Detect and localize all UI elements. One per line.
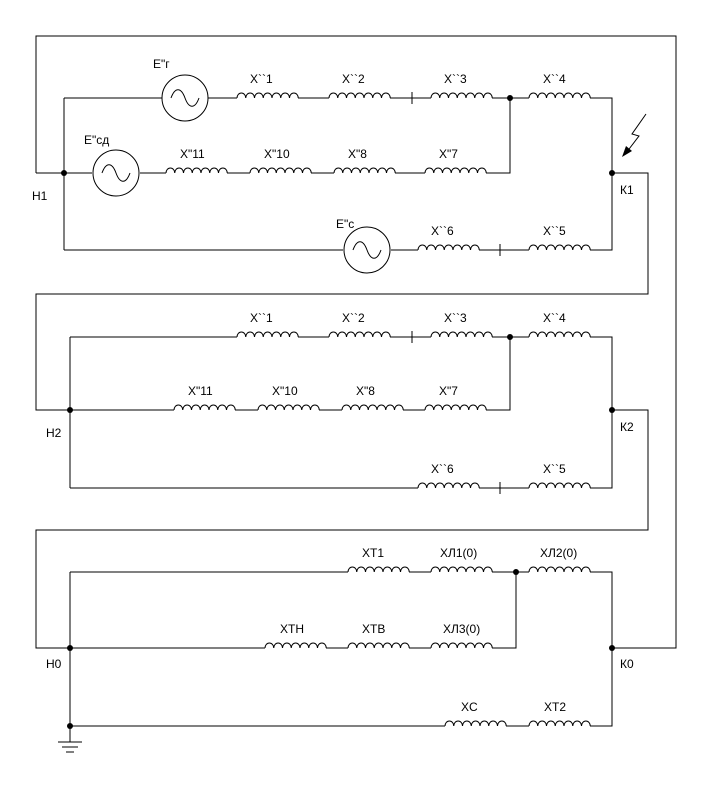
inductor xyxy=(430,642,493,649)
reactance-label: X"7 xyxy=(439,147,458,161)
wire xyxy=(590,97,613,251)
inductor xyxy=(528,331,591,338)
inductor xyxy=(430,331,493,338)
ground-icon xyxy=(58,741,82,753)
inductor xyxy=(333,167,396,174)
inductor xyxy=(528,566,591,573)
inductor xyxy=(264,642,327,649)
reactance-label: X``5 xyxy=(543,462,566,476)
inductor xyxy=(528,482,591,489)
reactance-label: X``4 xyxy=(543,72,566,86)
link-to-negative-scheme xyxy=(35,172,649,411)
junction-dot xyxy=(609,645,615,651)
wire xyxy=(486,98,511,174)
reactance-label: XC xyxy=(461,700,478,714)
reactance-label: XЛ2(0) xyxy=(540,546,577,560)
outer-return-wire xyxy=(35,35,677,649)
reactance-label: X``2 xyxy=(342,72,365,86)
node-label-h1: Н1 xyxy=(32,189,48,203)
inductor xyxy=(236,331,299,338)
inductor xyxy=(424,167,487,174)
inductor xyxy=(236,92,299,99)
inductor xyxy=(417,244,480,251)
node-label-k2: К2 xyxy=(620,420,634,434)
reactance-label: XTB xyxy=(362,622,385,636)
reactance-label: X"11 xyxy=(180,147,205,161)
reactance-label: X``2 xyxy=(342,311,365,325)
junction-dot xyxy=(67,723,73,729)
negative-sequence-scheme: X``1 X``2 X``3 X``4 X"11 X"10 X"8 X"7 X`… xyxy=(35,311,649,649)
reactance-label: X``6 xyxy=(431,462,454,476)
inductor xyxy=(417,482,480,489)
junction-dot xyxy=(609,170,615,176)
reactance-label: XЛ3(0) xyxy=(443,622,480,636)
junction-dot xyxy=(61,170,67,176)
inductor xyxy=(341,404,404,411)
node-label-k0: К0 xyxy=(620,657,634,671)
inductor xyxy=(424,404,487,411)
reactance-label: X``3 xyxy=(444,311,467,325)
inductor xyxy=(328,92,391,99)
reactance-label: XTH xyxy=(280,622,304,636)
node-label-h2: Н2 xyxy=(46,426,62,440)
source-label-esd: E"сд xyxy=(84,133,109,147)
junction-dot xyxy=(67,407,73,413)
positive-sequence-scheme: E"г E"сд E"с X``1 X``2 X``3 X``4 X"11 X"… xyxy=(32,35,677,649)
reactance-label: X"10 xyxy=(264,147,290,161)
ac-source-icon xyxy=(343,226,391,274)
reactance-label: X``5 xyxy=(543,224,566,238)
inductor xyxy=(328,331,391,338)
reactance-label: X``1 xyxy=(250,311,273,325)
reactance-label: XT1 xyxy=(362,546,384,560)
wire xyxy=(486,337,511,411)
lightning-arrow-icon xyxy=(622,113,647,157)
inductor xyxy=(257,404,320,411)
inductor xyxy=(347,566,410,573)
junction-dot xyxy=(67,645,73,651)
reactance-label: X"11 xyxy=(188,384,213,398)
reactance-label: X``3 xyxy=(444,72,467,86)
junction-dot xyxy=(513,569,519,575)
wire xyxy=(492,572,517,649)
source-label-ec: E"с xyxy=(336,217,354,231)
reactance-label: X``1 xyxy=(250,72,273,86)
inductor xyxy=(347,642,410,649)
inductor xyxy=(165,167,228,174)
ac-source-icon xyxy=(92,149,140,197)
reactance-label: XЛ1(0) xyxy=(440,546,477,560)
inductor xyxy=(528,92,591,99)
wire xyxy=(590,571,613,727)
reactance-label: X``4 xyxy=(543,311,566,325)
junction-dot xyxy=(609,407,615,413)
source-label-eg: E"г xyxy=(153,57,170,71)
reactance-label: X``6 xyxy=(431,224,454,238)
link-to-zero-scheme xyxy=(35,409,649,649)
inductor xyxy=(444,720,507,727)
reactance-label: XT2 xyxy=(544,700,566,714)
junction-dot xyxy=(507,95,513,101)
ac-source-icon xyxy=(161,74,209,122)
inductor xyxy=(528,244,591,251)
zero-sequence-scheme: XT1 XЛ1(0) XЛ2(0) XTH XTB XЛ3(0) XC XT2 … xyxy=(46,546,634,753)
inductor xyxy=(430,92,493,99)
node-label-k1: К1 xyxy=(620,183,634,197)
reactance-label: X"10 xyxy=(272,384,298,398)
inductor xyxy=(430,566,493,573)
inductor xyxy=(173,404,236,411)
wire xyxy=(590,336,613,489)
inductor xyxy=(528,720,591,727)
reactance-label: X"8 xyxy=(348,147,367,161)
junction-dot xyxy=(507,334,513,340)
inductor xyxy=(249,167,312,174)
node-label-h0: Н0 xyxy=(46,657,62,671)
reactance-label: X"7 xyxy=(439,384,458,398)
reactance-label: X"8 xyxy=(356,384,375,398)
